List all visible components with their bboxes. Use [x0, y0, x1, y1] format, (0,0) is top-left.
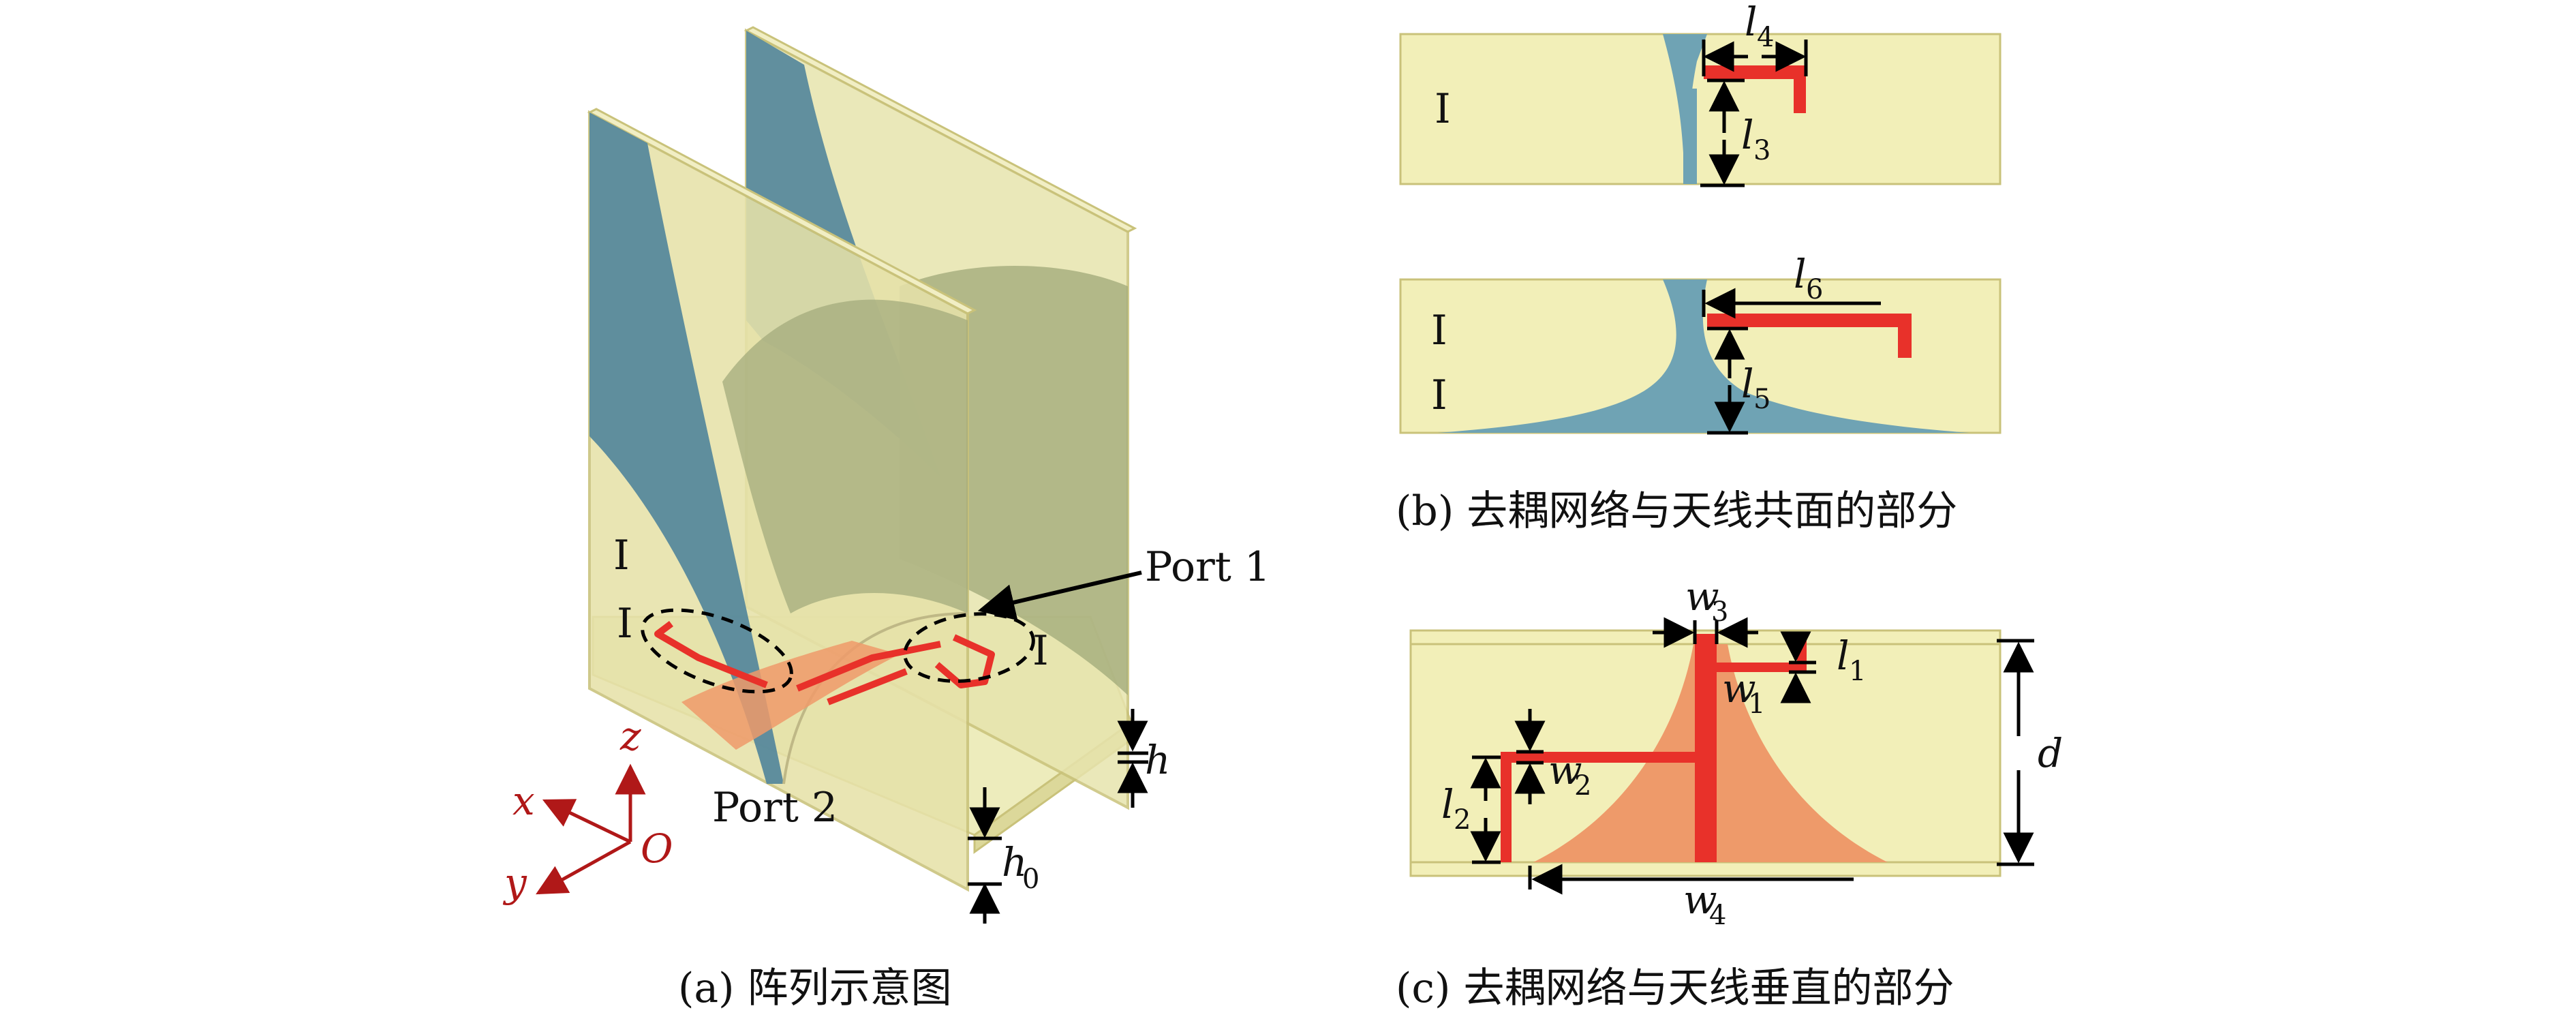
- dimension-l1: [1780, 631, 1816, 703]
- panel-b-bottom-blue-metal: [1438, 279, 1969, 433]
- dimension-l3-label: l: [1741, 112, 1754, 158]
- dimension-l2-subscript: 2: [1454, 804, 1471, 836]
- panel-b-bottom-red-trace: [1707, 314, 1912, 358]
- panel-c-caption: (c) 去耦网络与天线垂直的部分: [1396, 964, 1954, 1012]
- panel-b-bottom-roman-1: I: [1431, 307, 1447, 354]
- port2-dashed-ellipse: [641, 608, 793, 694]
- dimension-l6: [1702, 288, 1881, 319]
- dimension-w4-label: w: [1683, 877, 1717, 923]
- panel-b-top-blue-stem: [1683, 89, 1697, 184]
- front-board-blue-metal-left: [589, 112, 784, 784]
- axis-origin-label: O: [641, 825, 673, 872]
- dimension-w1-label: w: [1722, 665, 1756, 712]
- dimension-w2: [1514, 709, 1546, 804]
- roman-label-left-lower: I: [617, 600, 633, 648]
- dimension-l5-label: l: [1741, 361, 1754, 407]
- dimension-h0-subscript: 0: [1022, 864, 1039, 895]
- dimension-l6-label: l: [1794, 251, 1807, 297]
- port1-label: Port 1: [1145, 543, 1270, 591]
- dimension-l4: [1702, 40, 1808, 76]
- dimension-l4-label: l: [1745, 0, 1758, 45]
- dimension-l1-subscript: 1: [1849, 656, 1866, 687]
- roman-label-left-upper: I: [613, 532, 630, 579]
- dimension-w3-subscript: 3: [1711, 596, 1728, 628]
- coordinate-axes: [536, 763, 646, 895]
- roman-label-right: I: [1032, 627, 1049, 675]
- back-board-top-edge: [743, 26, 1137, 233]
- dimension-h0: [968, 787, 1002, 924]
- dimension-l2: [1470, 755, 1501, 864]
- axis-z-label: z: [619, 713, 641, 759]
- dimension-w4-subscript: 4: [1709, 900, 1726, 931]
- dimension-w2-label: w: [1548, 747, 1582, 793]
- dimension-l1-label: l: [1837, 633, 1850, 679]
- port1-dashed-ellipse: [903, 612, 1035, 683]
- axis-x-label: x: [512, 778, 535, 824]
- panel-b-top-roman: I: [1435, 85, 1451, 133]
- dimension-h0-label: h: [1002, 839, 1027, 885]
- dimension-l5: [1707, 326, 1748, 435]
- dimension-h-label: h: [1145, 737, 1170, 783]
- dimension-w4: [1528, 864, 1854, 895]
- dimension-w1-subscript: 1: [1748, 688, 1765, 720]
- axis-y-label: y: [502, 860, 527, 906]
- dimension-w3-label: w: [1685, 573, 1719, 620]
- dimension-l2-label: l: [1441, 781, 1454, 827]
- panel-c-red-traces: [1501, 634, 1807, 862]
- panel-b-coplanar-part: I l 4 l 3 I I l 6: [1396, 0, 2002, 535]
- panel-b-top-substrate: [1399, 33, 2002, 185]
- front-board-top-edge: [587, 108, 977, 315]
- dimension-h: [1117, 709, 1148, 808]
- dimension-d-label: d: [2038, 730, 2063, 776]
- panel-a-array-diagram: Port 1 Port 2 I I I h h 0 z x: [502, 26, 1270, 1012]
- front-board-olive-metal: [722, 299, 968, 613]
- dimension-l4-subscript: 4: [1757, 22, 1774, 53]
- dimension-l3: [1700, 78, 1745, 187]
- port1-pointer-arrow: [977, 571, 1142, 621]
- panel-a-caption: (a) 阵列示意图: [678, 964, 952, 1012]
- dimension-w3: [1653, 617, 1758, 648]
- port2-label: Port 2: [712, 784, 838, 832]
- panel-c-perpendicular-part: w 3 l 1 w 1 w 2 l 2: [1396, 573, 2063, 1012]
- panel-b-caption: (b) 去耦网络与天线共面的部分: [1396, 487, 1957, 535]
- dimension-l5-subscript: 5: [1753, 384, 1770, 415]
- panel-b-bottom-roman-2: I: [1431, 371, 1447, 419]
- decoupling-traces-3d: [654, 621, 995, 705]
- dimension-d: [1997, 639, 2034, 866]
- dimension-w2-subscript: 2: [1574, 770, 1591, 802]
- dimension-l6-subscript: 6: [1806, 274, 1823, 305]
- dimension-l3-subscript: 3: [1753, 135, 1770, 166]
